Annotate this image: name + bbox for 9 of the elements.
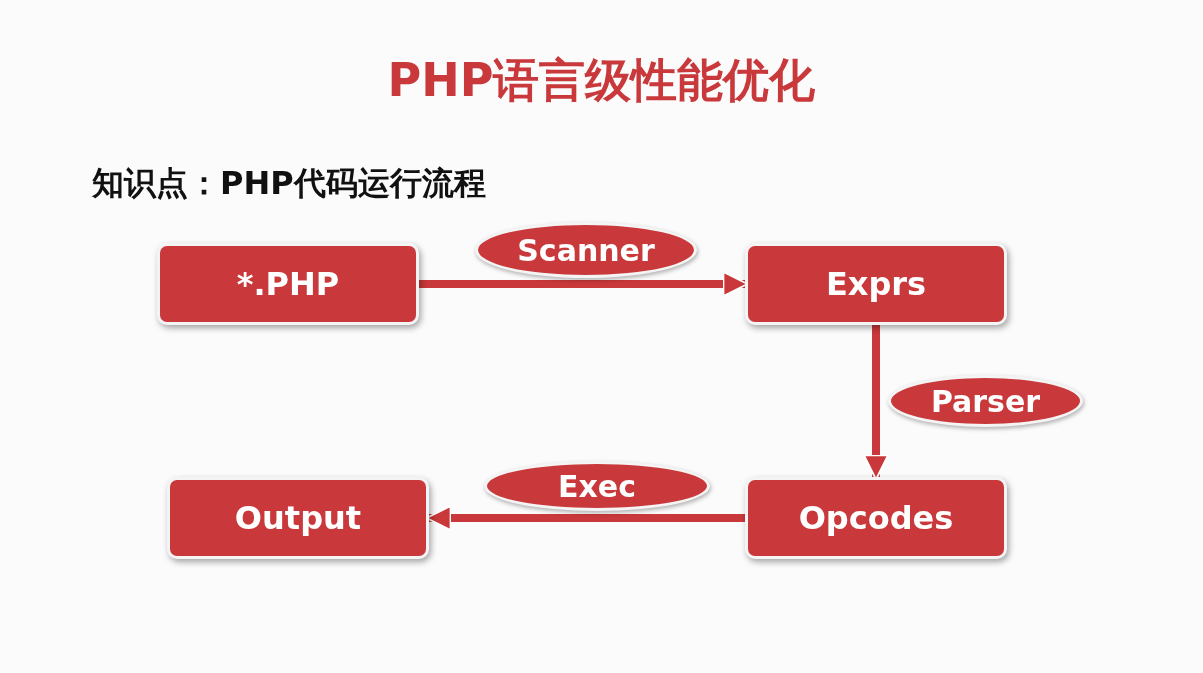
process-box: Exprs	[745, 243, 1007, 325]
title: PHP语言级性能优化	[386, 52, 817, 109]
subtitle: 知识点：PHP代码运行流程	[92, 163, 486, 204]
edge-label: Exec	[484, 461, 710, 511]
process-box: Output	[167, 477, 429, 559]
edge-label: Scanner	[475, 222, 697, 278]
process-box: Opcodes	[745, 477, 1007, 559]
edge-label: Parser	[888, 375, 1083, 427]
process-box: *.PHP	[157, 243, 419, 325]
